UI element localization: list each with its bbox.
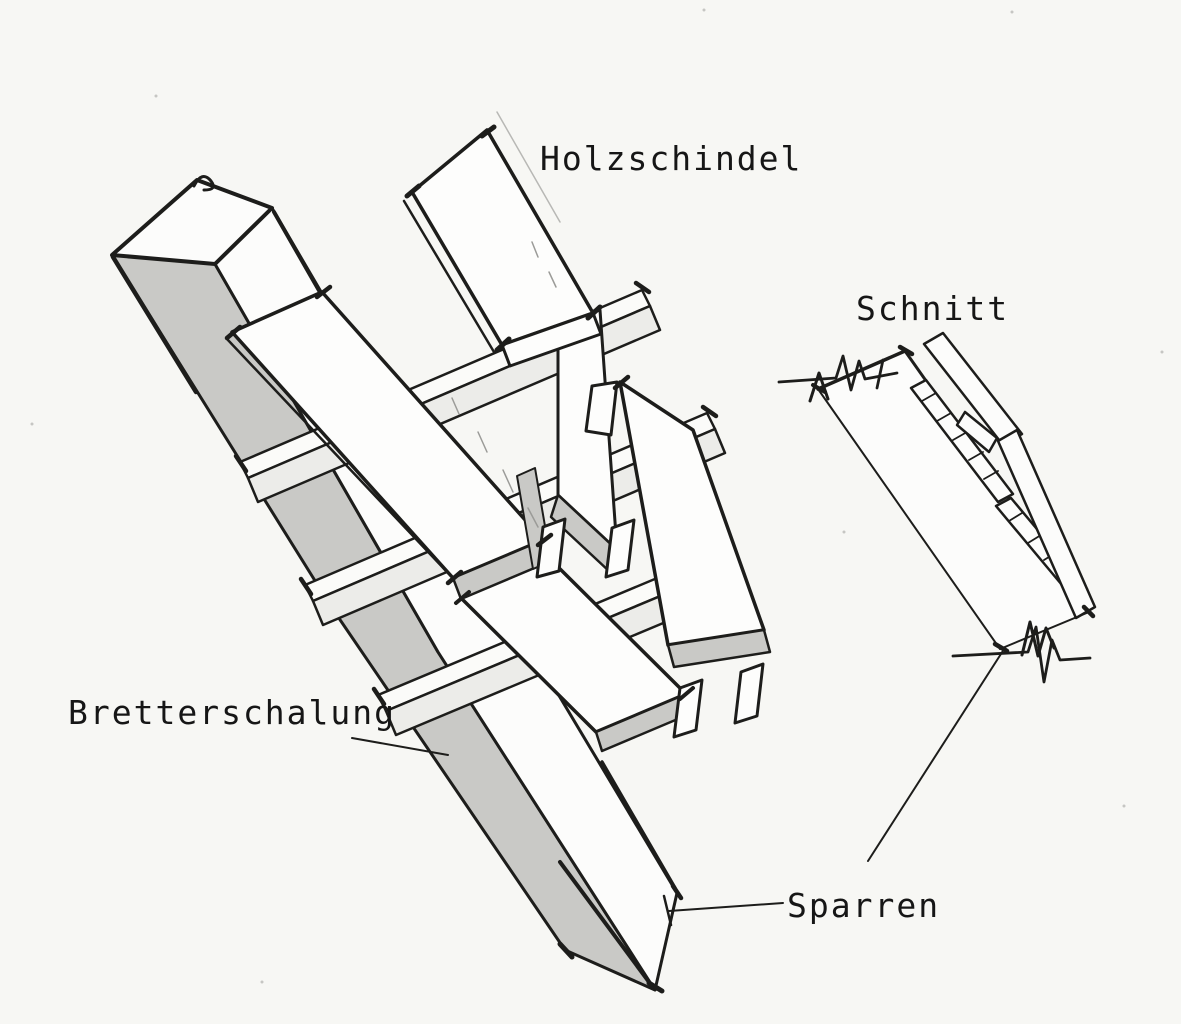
board-end-grain [584, 380, 619, 437]
section-break-mark-bottom [1020, 620, 1056, 658]
ink-junction-blob [585, 304, 603, 321]
board-end-grain [604, 518, 636, 579]
section-shingle-course-1 [922, 331, 1024, 447]
ink-junction-blob [633, 280, 652, 295]
pencil-dash [527, 507, 539, 528]
ink-junction-blob [494, 336, 512, 353]
label-holzschindel: Holzschindel [540, 139, 802, 178]
ink-junction-blob [811, 383, 827, 394]
ink-junction-blob [404, 183, 422, 199]
rafter-top-pen-curl [192, 175, 215, 192]
section-guide-line-top [777, 354, 899, 392]
ink-junction-blob [371, 686, 387, 707]
paper-speck [154, 94, 158, 98]
pencil-dash [451, 397, 460, 415]
ink-junction-blob [233, 453, 249, 474]
leader-sparren [668, 902, 784, 912]
shingle-top-edge-doubleline [402, 199, 496, 354]
ink-junction-blob [612, 374, 631, 391]
paper-speck [842, 530, 846, 534]
ink-junction-blob [479, 124, 497, 139]
board-end-grain [535, 517, 567, 579]
ink-junction-blob [445, 569, 464, 586]
paper-speck [1160, 350, 1164, 354]
label-sparren: Sparren [787, 886, 940, 925]
ink-junction-blob [992, 641, 1010, 654]
ink-junction-blob [298, 576, 314, 597]
rafter-overstroke [600, 760, 677, 890]
paper-speck [30, 422, 34, 426]
label-schnitt: Schnitt [856, 289, 1009, 328]
section-hatch-stroke [1008, 512, 1023, 522]
section-hatch-stroke [952, 431, 968, 441]
ink-junction-blob [314, 284, 333, 300]
section-hatch-stroke [921, 392, 937, 402]
section-board-hatched-1 [909, 378, 1015, 504]
shingle-right-butt-shade [666, 628, 772, 669]
ink-junction-blob [557, 941, 575, 960]
section-guide-tick-top [875, 358, 885, 390]
section-shingle-course-2 [996, 428, 1097, 620]
ink-junction-blob [646, 980, 665, 994]
ink-junction-blob [535, 532, 554, 548]
pencil-guide-shingle-edge [496, 111, 561, 223]
pencil-dash [531, 241, 539, 258]
ink-junction-blob [454, 590, 471, 605]
leader-sparren-tick [662, 894, 673, 927]
pencil-dash [477, 431, 488, 453]
rafter-overstroke [110, 254, 199, 395]
ink-junction-blob [670, 883, 684, 901]
section-hatch-stroke [968, 451, 984, 461]
paper-speck [260, 980, 264, 984]
pencil-dash [548, 271, 557, 288]
board-end-grain [672, 678, 704, 739]
shingle-center-edge-doubleline [225, 337, 450, 575]
shingle-top-butt-band [500, 311, 603, 368]
section-shingle-overlap-step [955, 410, 999, 454]
section-hatch-stroke [936, 412, 952, 422]
ink-junction-blob [897, 344, 915, 357]
paper-speck [702, 8, 706, 12]
section-hatch-stroke [983, 470, 999, 480]
rafter-end-cut-face [110, 178, 274, 266]
leader-bretterschalung [351, 737, 449, 756]
label-bretterschalung: Bretterschalung [68, 693, 396, 732]
sketch-label-layer: HolzschindelSchnittBretterschalungSparre… [68, 139, 1009, 925]
pencil-dash [502, 469, 514, 493]
leader-schnitt-section [867, 642, 1009, 862]
ink-junction-blob [224, 324, 243, 341]
ink-junction-blob [700, 404, 719, 419]
section-guide-line-bottom [951, 625, 1092, 684]
board-end-grain [733, 662, 765, 725]
rafter-overstroke [558, 860, 654, 988]
paper-speck [1010, 10, 1014, 14]
ink-junction-blob [678, 686, 695, 701]
sketch-shape-layer [30, 8, 1164, 994]
ink-junction-blob [1081, 604, 1096, 619]
paper-speck [1122, 804, 1126, 808]
